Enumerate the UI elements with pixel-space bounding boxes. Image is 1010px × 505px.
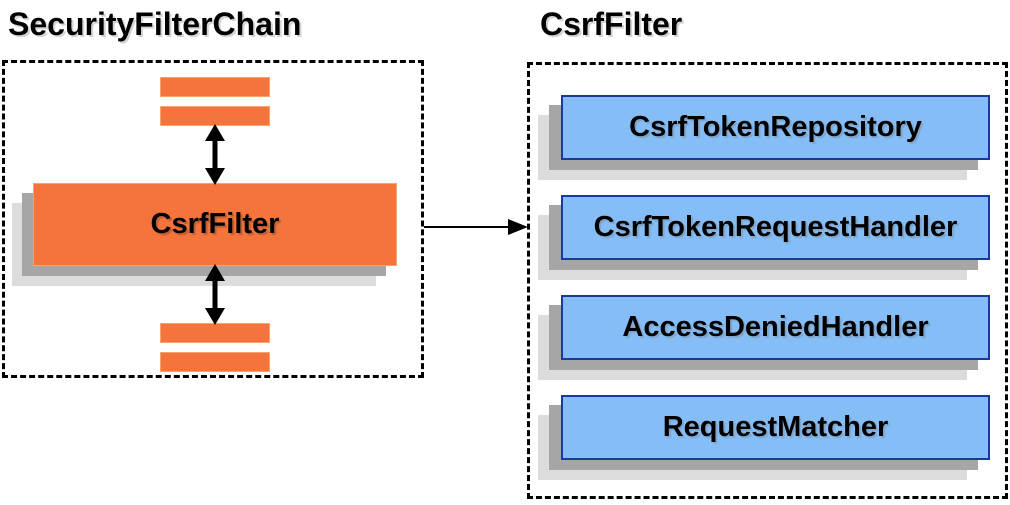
security-filter-chain-title: SecurityFilterChain xyxy=(8,6,302,42)
component-node-label: RequestMatcher xyxy=(662,411,889,443)
filter-placeholder-bar xyxy=(160,352,270,372)
component-node-label: AccessDeniedHandler xyxy=(622,311,929,343)
csrf-filter-title: CsrfFilter xyxy=(540,6,683,42)
flow-arrow-icon xyxy=(424,219,528,235)
filter-placeholder-bar xyxy=(160,106,270,126)
csrf-filter-node-label: CsrfFilter xyxy=(150,208,280,240)
bidirectional-arrow-icon xyxy=(205,124,225,185)
filter-placeholder-bar xyxy=(160,323,270,343)
filter-placeholder-bar xyxy=(160,77,270,97)
component-node-request-matcher: RequestMatcher xyxy=(561,395,990,460)
component-node-label: CsrfTokenRepository xyxy=(629,111,922,143)
component-node-csrf-token-request-handler: CsrfTokenRequestHandler xyxy=(561,195,990,260)
csrf-filter-node: CsrfFilter xyxy=(33,183,397,266)
security-filter-chain-panel xyxy=(2,60,424,378)
csrf-filter-panel xyxy=(527,62,1008,499)
component-node-csrf-token-repository: CsrfTokenRepository xyxy=(561,95,990,160)
component-node-access-denied-handler: AccessDeniedHandler xyxy=(561,295,990,360)
component-node-label: CsrfTokenRequestHandler xyxy=(593,211,958,243)
bidirectional-arrow-icon xyxy=(205,264,225,325)
